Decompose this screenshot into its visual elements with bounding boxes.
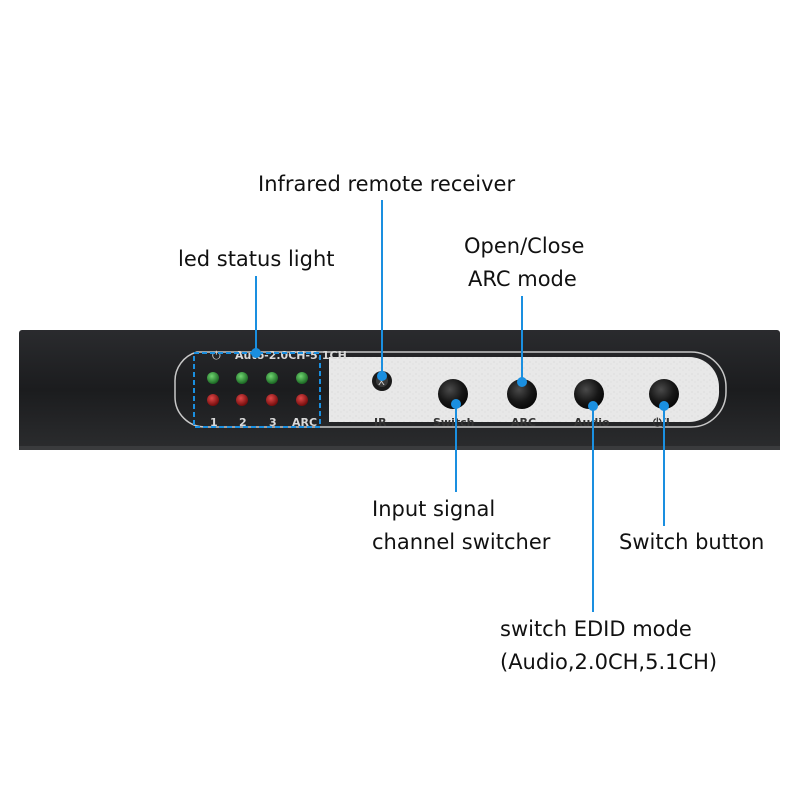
- audio-button-label: Audio: [574, 416, 610, 429]
- panel-frame: [174, 351, 727, 428]
- switch-button-callout-text: Switch button: [619, 530, 765, 554]
- switch-button-callout: Switch button: [619, 526, 764, 559]
- power-button-label: ⏻/I: [653, 416, 670, 429]
- ir-receiver-callout-text: Infrared remote receiver: [258, 172, 516, 196]
- input-switcher-callout-line1: Input signal: [372, 497, 496, 521]
- led-label-1: 1: [210, 416, 218, 429]
- edid-mode-callout: switch EDID mode (Audio,2.0CH,5.1CH): [500, 613, 717, 679]
- ir-label: IR: [374, 416, 387, 429]
- ir-receiver-icon: X: [372, 371, 392, 391]
- led-label-2: 2: [239, 416, 247, 429]
- ir-glyph: X: [378, 377, 385, 388]
- switch-button-label: Switch: [433, 416, 474, 429]
- arc-mode-callout-line1: Open/Close: [464, 234, 585, 258]
- input-switcher-callout: Input signal channel switcher: [372, 493, 550, 559]
- led-label-3: 3: [269, 416, 277, 429]
- switch-button[interactable]: [438, 379, 468, 409]
- led-label-arc: ARC: [292, 416, 317, 429]
- arc-button[interactable]: [507, 379, 537, 409]
- power-button[interactable]: [649, 379, 679, 409]
- led-green: [236, 372, 248, 384]
- arc-mode-callout-line2: ARC mode: [468, 267, 577, 291]
- power-symbol-led-label: ⏻: [212, 349, 221, 362]
- led-red: [296, 394, 308, 406]
- mode-label: Auto-2.0CH-5.1CH: [235, 349, 347, 362]
- led-status-callout-text: led status light: [178, 247, 335, 271]
- led-red: [207, 394, 219, 406]
- edid-mode-callout-line2: (Audio,2.0CH,5.1CH): [500, 650, 718, 674]
- arc-button-label: ARC: [511, 416, 536, 429]
- ir-receiver-callout: Infrared remote receiver: [258, 168, 515, 201]
- led-status-callout: led status light: [178, 243, 335, 276]
- led-green: [266, 372, 278, 384]
- edid-mode-callout-line1: switch EDID mode: [500, 617, 692, 641]
- input-switcher-callout-line2: channel switcher: [372, 530, 551, 554]
- led-green: [207, 372, 219, 384]
- led-green: [296, 372, 308, 384]
- led-red: [236, 394, 248, 406]
- arc-mode-callout: Open/Close ARC mode: [464, 230, 584, 296]
- led-red: [266, 394, 278, 406]
- led-highlight-box: [193, 352, 321, 428]
- audio-button[interactable]: [574, 379, 604, 409]
- led-grid: [207, 372, 308, 406]
- hdmi-switch-device: ⏻ Auto-2.0CH-5.1CH 1 2 3 ARC X IR Switch…: [19, 330, 780, 450]
